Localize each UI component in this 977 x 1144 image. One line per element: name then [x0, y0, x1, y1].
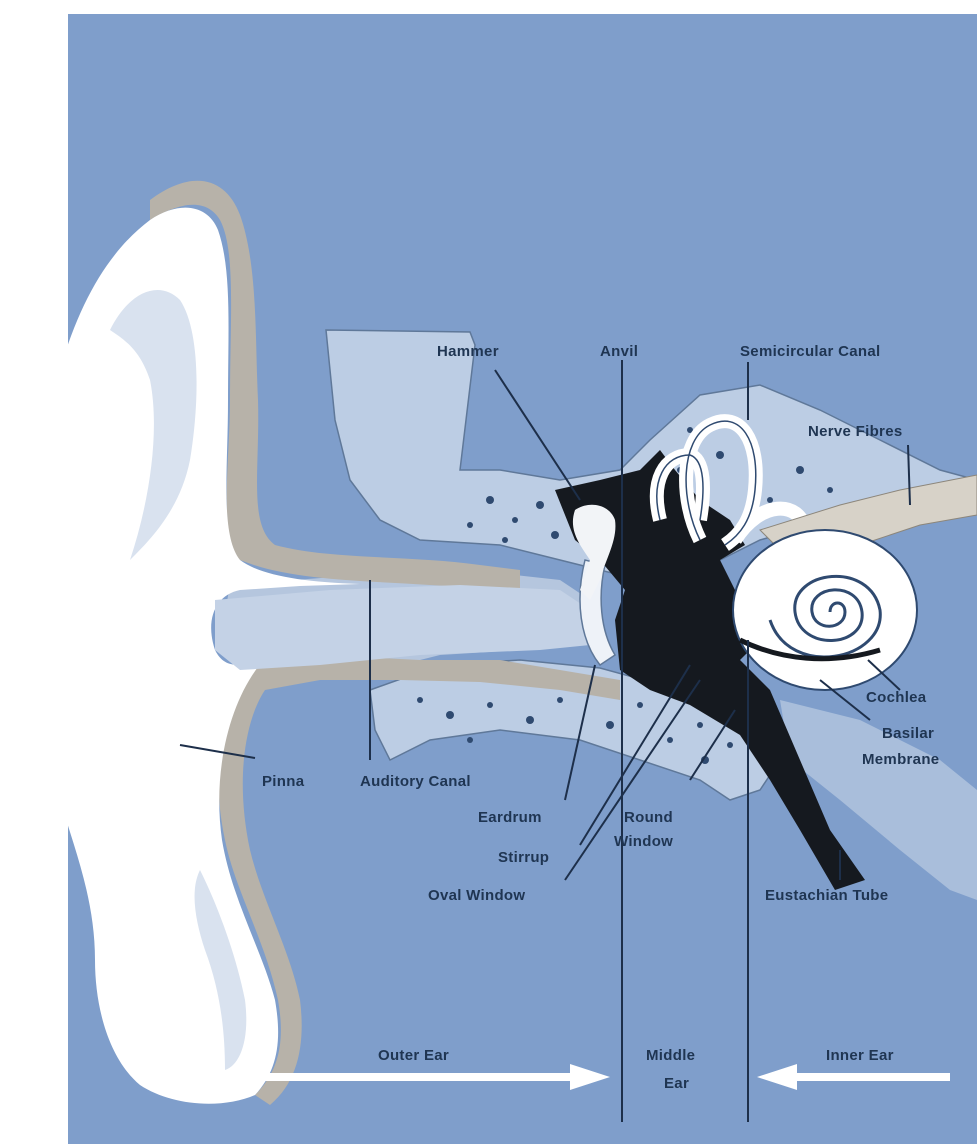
label-round-window: Window [614, 833, 673, 850]
region-ear: Ear [664, 1075, 689, 1092]
cochlea [733, 530, 917, 690]
label-semicircular-canal: Semicircular Canal [740, 343, 880, 360]
label-stirrup: Stirrup [498, 849, 549, 866]
label-hammer: Hammer [437, 343, 499, 360]
label-eustachian-tube: Eustachian Tube [765, 887, 888, 904]
label-anvil: Anvil [600, 343, 638, 360]
label-oval-window: Oval Window [428, 887, 525, 904]
label-auditory-canal: Auditory Canal [360, 773, 471, 790]
label-basilar: Basilar [882, 725, 934, 742]
label-pinna: Pinna [262, 773, 305, 790]
label-eardrum: Eardrum [478, 809, 542, 826]
label-round: Round [624, 809, 673, 826]
label-nerve-fibres: Nerve Fibres [808, 423, 902, 440]
region-outer-ear: Outer Ear [378, 1047, 449, 1064]
label-cochlea: Cochlea [866, 689, 927, 706]
label-membrane: Membrane [862, 751, 939, 768]
region-middle: Middle [646, 1047, 695, 1064]
region-inner-ear: Inner Ear [826, 1047, 894, 1064]
